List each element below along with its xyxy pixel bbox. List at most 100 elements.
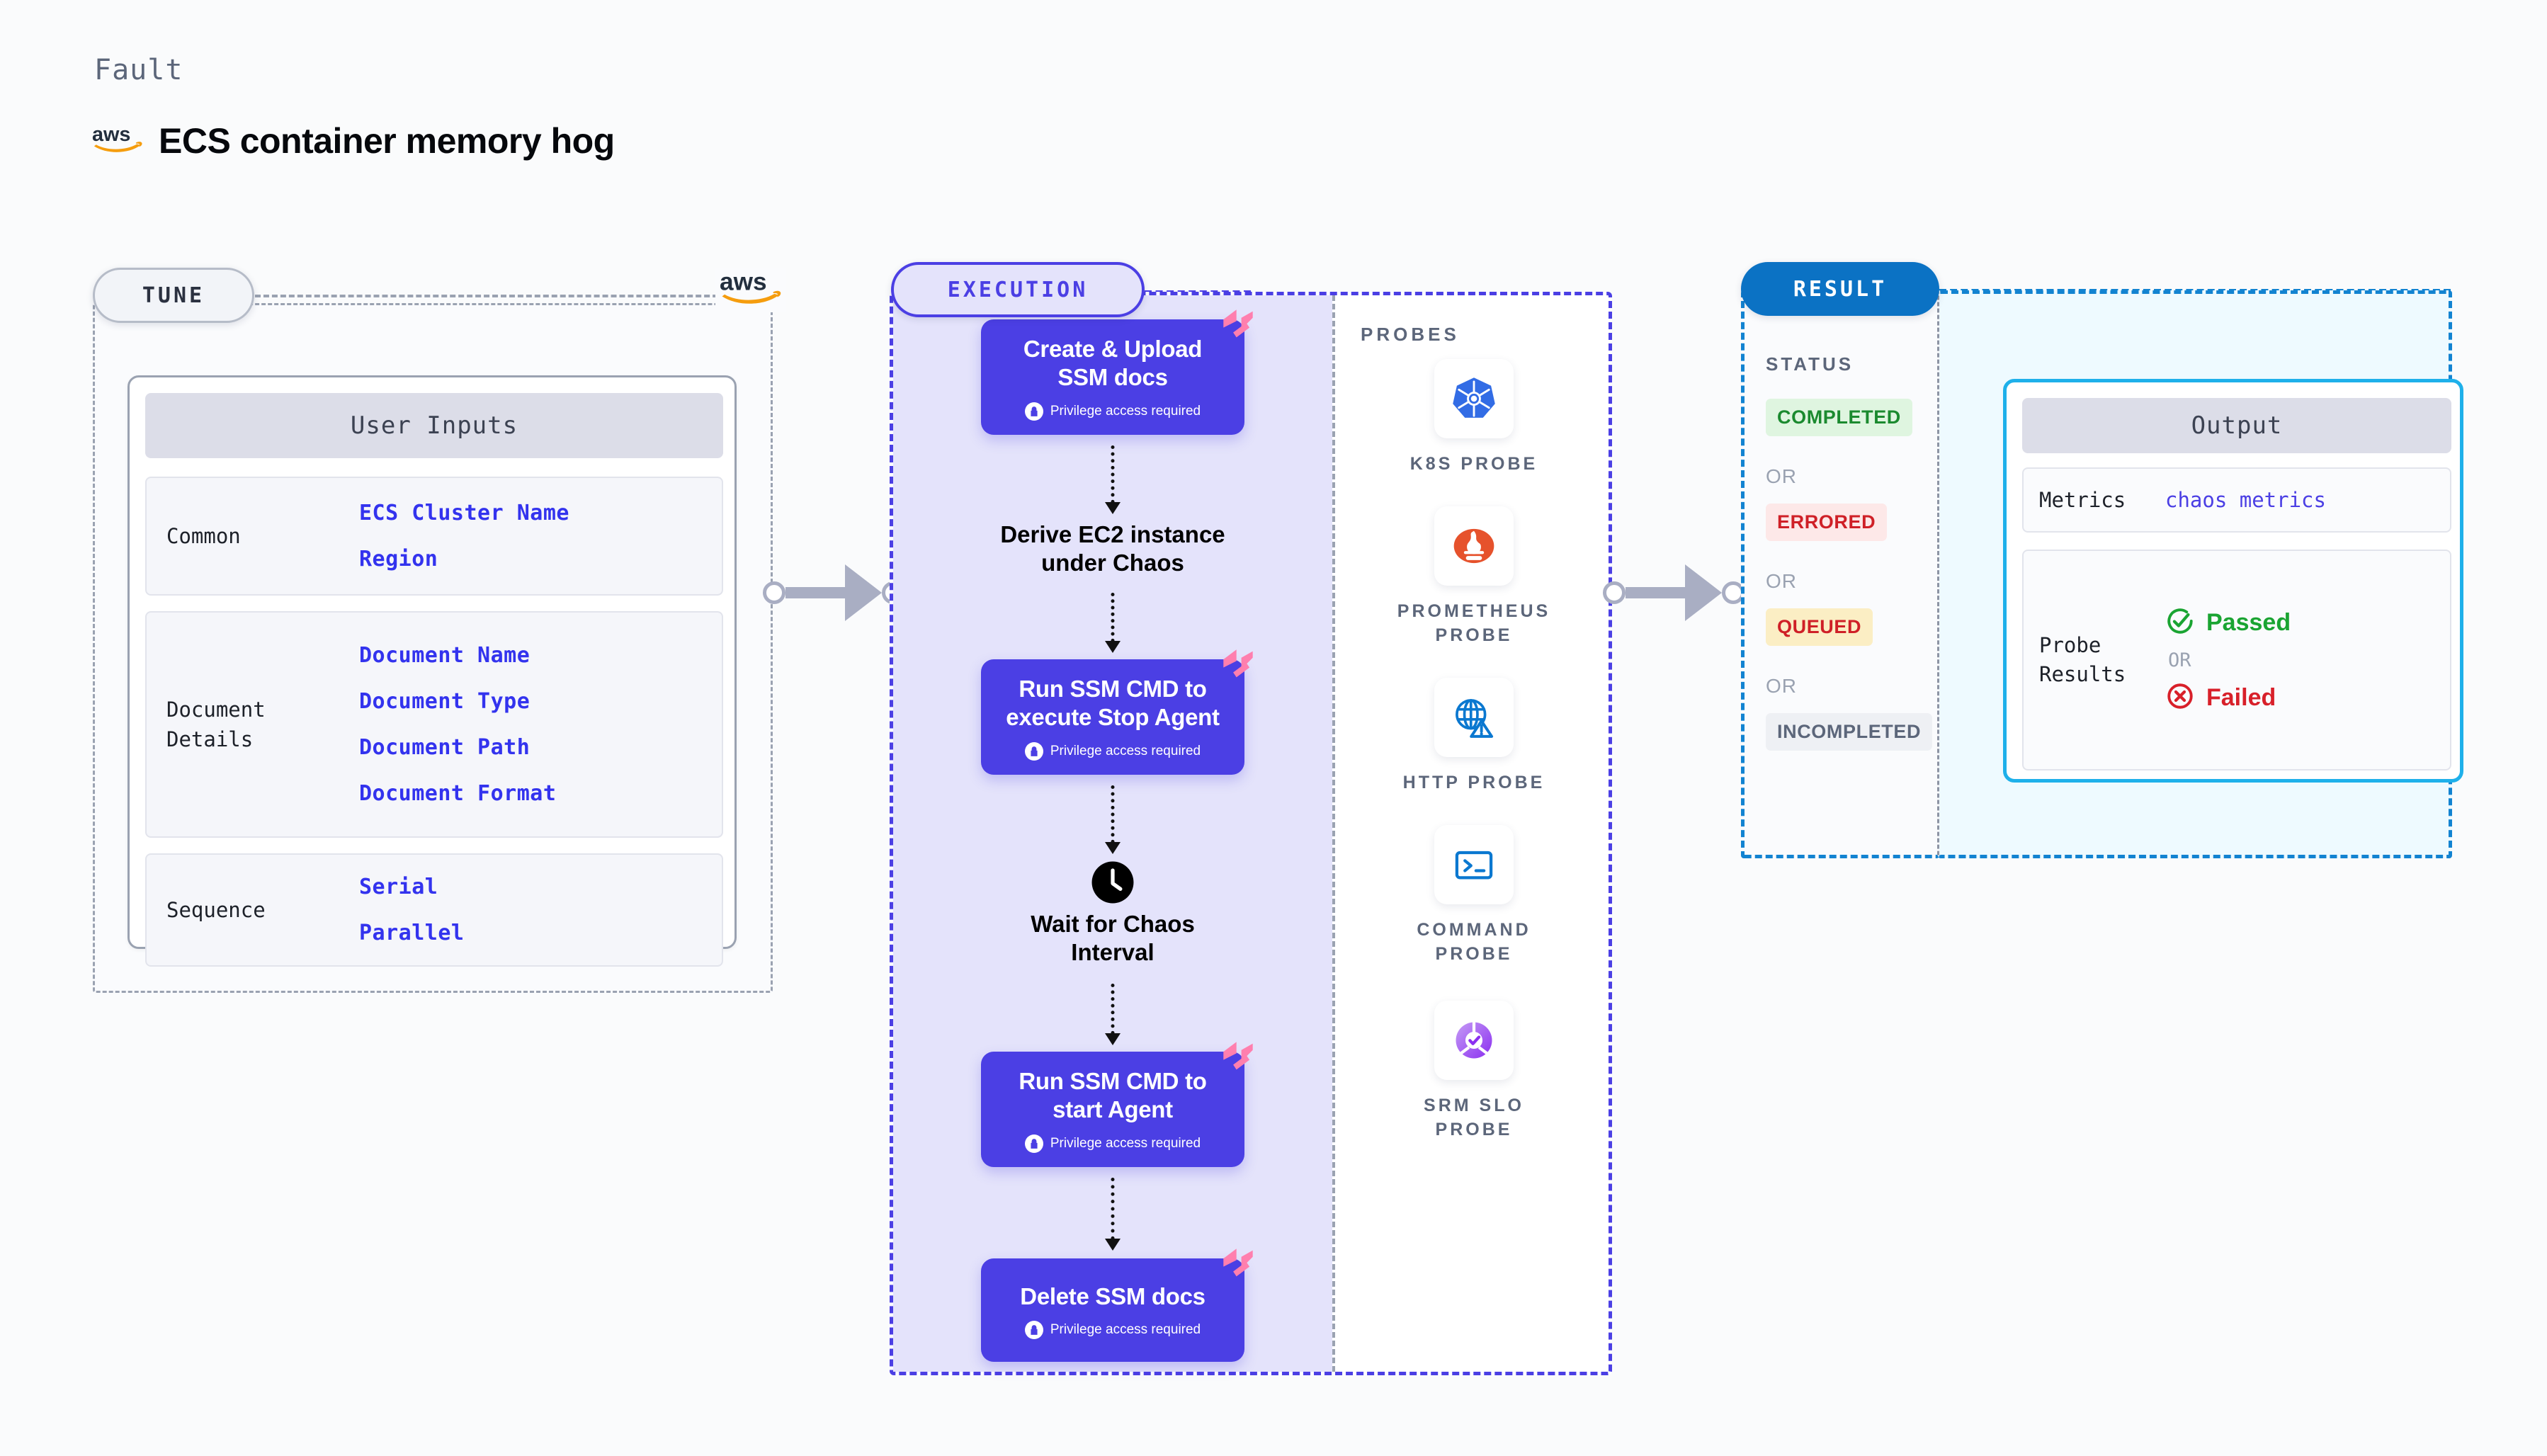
status-or: OR <box>1766 465 1797 487</box>
input-option[interactable]: Parallel <box>359 921 465 945</box>
input-option[interactable]: Document Format <box>359 781 557 806</box>
flow-arrow-line <box>1111 445 1115 504</box>
harness-icon <box>1222 1247 1254 1283</box>
probes-title: PROBES <box>1361 324 1460 345</box>
input-option[interactable]: Region <box>359 547 438 571</box>
probe-item-command[interactable]: COMMAND PROBE <box>1332 825 1616 967</box>
input-option[interactable]: Document Type <box>359 689 531 714</box>
probe-result-failed: Failed <box>2165 681 2291 715</box>
probe-result-or: OR <box>2168 649 2191 671</box>
step-title: Run SSM CMD to execute Stop Agent <box>1006 676 1220 731</box>
result-output-panel: Output Metrics chaos metrics Probe Resul… <box>1938 290 2463 858</box>
connector-arrowhead-icon <box>845 564 882 621</box>
srm-slo-icon <box>1434 1001 1514 1080</box>
status-badge-incompleted: INCOMPLETED <box>1766 713 1933 751</box>
lock-icon <box>1024 1134 1043 1153</box>
flow-arrow-line <box>1111 785 1115 843</box>
svg-text:aws: aws <box>720 268 767 296</box>
flow-arrow-line <box>1111 984 1115 1035</box>
privilege-note: Privilege access required <box>1024 402 1201 421</box>
connector-bar <box>785 587 846 598</box>
flow-arrowhead-icon <box>1105 502 1121 514</box>
privilege-note-label: Privilege access required <box>1050 403 1201 419</box>
status-badge-completed: COMPLETED <box>1766 399 1912 436</box>
execution-step-create-upload-ssm-docs[interactable]: Create & Upload SSM docs Privilege acces… <box>981 309 1253 435</box>
aws-logo-icon: aws <box>92 123 143 160</box>
aws-logo-icon: aws <box>715 268 786 312</box>
connector-tune-to-execution <box>763 564 904 621</box>
user-inputs-title: User Inputs <box>145 393 723 458</box>
probe-label: SRM SLO PROBE <box>1424 1096 1524 1139</box>
terminal-icon <box>1434 825 1514 904</box>
privilege-note-label: Privilege access required <box>1050 1322 1201 1338</box>
kubernetes-icon <box>1434 359 1514 438</box>
page-title-row: aws ECS container memory hog <box>92 120 615 161</box>
flow-arrow-line <box>1111 593 1115 642</box>
input-group-document-details: Document Details Document Name Document … <box>145 611 723 838</box>
execution-panel: Create & Upload SSM docs Privilege acces… <box>890 292 1612 1375</box>
status-badge-queued: QUEUED <box>1766 608 1873 646</box>
output-group-metrics: Metrics chaos metrics <box>2022 467 2451 533</box>
execution-step-wait-for-chaos-interval: Wait for Chaos Interval <box>1031 911 1195 966</box>
harness-icon <box>1222 308 1254 344</box>
input-group-label: Common <box>166 523 241 548</box>
page-title: ECS container memory hog <box>159 121 615 161</box>
input-option[interactable]: Serial <box>359 875 438 899</box>
probe-item-k8s[interactable]: K8S PROBE <box>1332 359 1616 477</box>
result-status-panel: STATUS COMPLETED OR ERRORED OR QUEUED OR… <box>1741 290 1939 858</box>
http-globe-alert-icon <box>1434 678 1514 757</box>
privilege-note: Privilege access required <box>1024 1134 1201 1153</box>
lock-icon <box>1024 402 1043 421</box>
flow-arrowhead-icon <box>1105 1033 1121 1045</box>
input-group-common: Common ECS Cluster Name Region <box>145 477 723 596</box>
x-circle-icon <box>2165 681 2195 715</box>
page-kicker: Fault <box>94 54 183 86</box>
status-or: OR <box>1766 675 1797 697</box>
status-or: OR <box>1766 570 1797 592</box>
check-circle-icon <box>2165 606 2195 639</box>
result-pill-label: RESULT <box>1741 262 1939 316</box>
connector-bar <box>1626 587 1686 598</box>
output-title: Output <box>2022 398 2451 453</box>
privilege-note-label: Privilege access required <box>1050 1135 1201 1151</box>
probe-item-http[interactable]: HTTP PROBE <box>1332 678 1616 795</box>
failed-label: Failed <box>2206 683 2276 711</box>
execution-step-run-ssm-cmd-start-agent[interactable]: Run SSM CMD to start Agent Privilege acc… <box>981 1042 1253 1167</box>
flow-arrowhead-icon <box>1105 1239 1121 1251</box>
privilege-note: Privilege access required <box>1024 741 1201 761</box>
harness-icon <box>1222 648 1254 684</box>
svg-text:aws: aws <box>92 123 130 146</box>
lock-icon <box>1024 741 1043 761</box>
flow-arrowhead-icon <box>1105 842 1121 854</box>
status-badge-errored: ERRORED <box>1766 504 1888 541</box>
probe-item-srm-slo[interactable]: SRM SLO PROBE <box>1332 1001 1616 1142</box>
input-group-label: Sequence <box>166 897 266 922</box>
probe-result-passed: Passed <box>2165 606 2291 639</box>
output-label: Metrics <box>2039 487 2126 512</box>
lock-icon <box>1024 1321 1043 1340</box>
privilege-note: Privilege access required <box>1024 1321 1201 1340</box>
probe-label: HTTP PROBE <box>1402 773 1545 792</box>
tune-pill-label: TUNE <box>93 268 254 323</box>
privilege-note-label: Privilege access required <box>1050 743 1201 758</box>
flow-arrow-line <box>1111 1178 1115 1240</box>
user-inputs-card: User Inputs Common ECS Cluster Name Regi… <box>127 375 737 967</box>
input-option[interactable]: Document Path <box>359 735 531 760</box>
probe-label: K8S PROBE <box>1409 454 1538 474</box>
connector-execution-to-result <box>1603 564 1745 621</box>
probes-divider <box>1332 295 1335 1372</box>
metrics-link[interactable]: chaos metrics <box>2165 488 2326 512</box>
status-title: STATUS <box>1766 353 1854 375</box>
probe-label: COMMAND PROBE <box>1417 920 1531 964</box>
tune-dashed-connector <box>255 295 744 297</box>
input-option[interactable]: Document Name <box>359 643 531 668</box>
probe-item-prometheus[interactable]: PROMETHEUS PROBE <box>1332 506 1616 648</box>
execution-step-run-ssm-cmd-stop-agent[interactable]: Run SSM CMD to execute Stop Agent Privil… <box>981 649 1253 775</box>
clock-icon <box>1091 860 1135 908</box>
input-group-sequence: Sequence Serial Parallel <box>145 853 723 967</box>
step-title: Create & Upload SSM docs <box>1023 336 1203 391</box>
input-option[interactable]: ECS Cluster Name <box>359 501 569 525</box>
execution-pill-label: EXECUTION <box>891 262 1145 317</box>
input-group-label: Document Details <box>166 697 266 751</box>
execution-step-delete-ssm-docs[interactable]: Delete SSM docs Privilege access require… <box>981 1249 1253 1363</box>
